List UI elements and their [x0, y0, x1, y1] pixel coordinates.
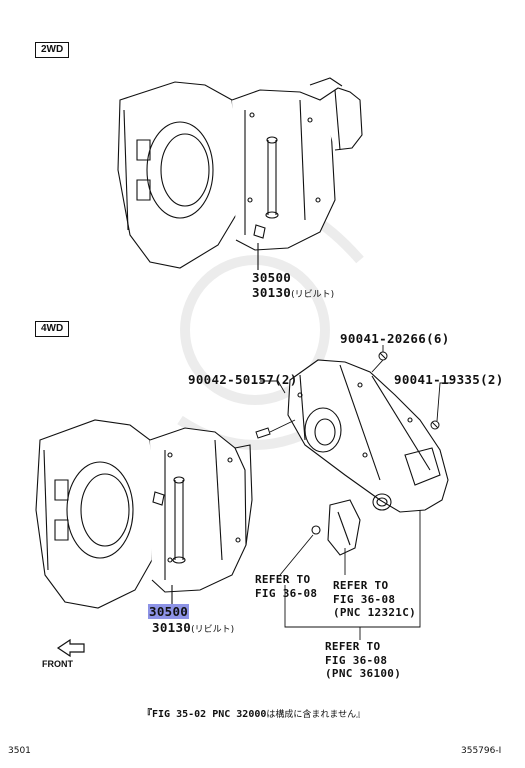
pn-30130-4wd-number: 30130: [152, 620, 192, 635]
pn-30500-4wd-highlight: 30500: [148, 604, 190, 619]
transfer-case-drawing: [287, 359, 449, 556]
rebuilt-suffix-2wd: (リビルト): [291, 290, 335, 300]
transmission-4wd-drawing: [35, 419, 253, 609]
refer-fig-36-08-c[interactable]: REFER TO FIG 36-08 (PNC 36100): [325, 640, 402, 680]
drawing-id: 355796-I: [461, 746, 502, 756]
refer-fig-36-08-b[interactable]: REFER TO FIG 36-08 (PNC 12321C): [333, 579, 417, 619]
variant-box-4wd: 4WD: [35, 321, 70, 337]
variant-4wd-label: 4WD: [41, 323, 64, 334]
leader-lines: [260, 345, 452, 640]
note-suffix: は構成に含まれません』: [266, 710, 366, 720]
pn-90041-19335[interactable]: 90041-19335(2): [394, 372, 504, 387]
pn-30500-4wd[interactable]: 30500: [148, 604, 190, 619]
transmission-2wd-drawing: [117, 77, 363, 270]
page-code: 3501: [8, 746, 31, 756]
note-prefix: 『FIG 35-02 PNC 32000: [142, 709, 267, 720]
pn-30130-4wd[interactable]: 30130(リビルト): [152, 620, 234, 635]
refer-fig-36-08-a[interactable]: REFER TO FIG 36-08: [255, 573, 318, 600]
pn-30130-2wd-number: 30130: [252, 285, 292, 300]
pn-30500-2wd[interactable]: 30500: [252, 270, 292, 285]
variant-2wd-label: 2WD: [41, 44, 64, 55]
front-arrow-icon: [56, 638, 85, 658]
pn-90041-20266[interactable]: 90041-20266(6): [340, 331, 450, 346]
rebuilt-suffix-4wd: (リビルト): [191, 625, 235, 635]
exclusion-note: 『FIG 35-02 PNC 32000は構成に含まれません』: [142, 705, 365, 720]
pn-90042-50157[interactable]: 90042-50157(2): [188, 372, 298, 387]
front-label: FRONT: [42, 659, 73, 669]
pn-30130-2wd[interactable]: 30130(リビルト): [252, 285, 334, 300]
variant-box-2wd: 2WD: [35, 42, 70, 58]
